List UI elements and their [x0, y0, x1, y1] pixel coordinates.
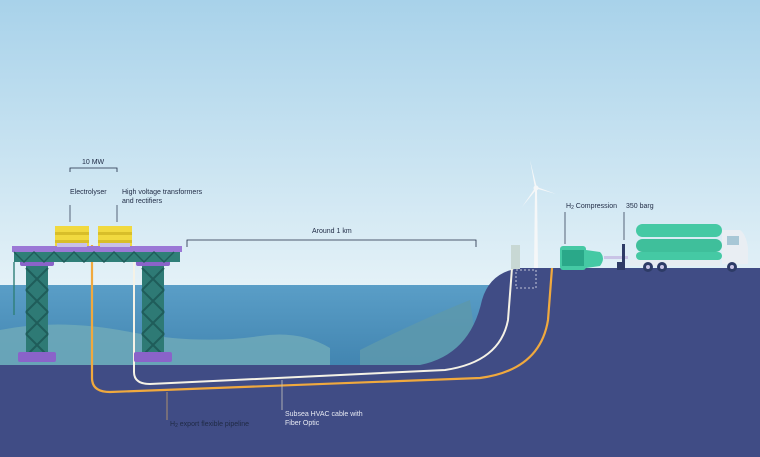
compression-unit — [560, 246, 628, 270]
wind-turbine — [522, 160, 556, 268]
compression-label-sub: 2 — [571, 205, 574, 211]
platform-deck — [12, 246, 182, 315]
hydrogen-truck — [617, 224, 748, 272]
pipeline-label-sub: 2 — [175, 423, 178, 429]
seabed — [0, 268, 760, 457]
transformers-label: High voltage transformers and rectifiers — [122, 189, 202, 206]
compression-label-text: Compression — [573, 203, 618, 210]
transformers-label-line1: High voltage transformers — [122, 189, 203, 196]
electrolyser-label: Electrolyser — [70, 189, 107, 196]
compression-label: H2 Compression — [566, 203, 617, 213]
distance-bracket — [186, 239, 477, 247]
pipeline-label: H2 export flexible pipeline — [170, 421, 249, 431]
distance-label: Around 1 km — [312, 228, 352, 235]
right-hills — [360, 300, 480, 370]
power-label: 10 MW — [82, 159, 105, 166]
distant-hills — [0, 324, 330, 370]
cable-label-line1: Subsea HVAC cable with — [285, 411, 363, 418]
underground-vault — [515, 269, 537, 289]
compression-label-h: H — [566, 203, 572, 210]
transformers-label-line2: and rectifiers — [122, 197, 163, 205]
cable-label-line2: Fiber Optic — [285, 419, 320, 427]
pipeline-label-h: H — [170, 421, 176, 428]
cable-label: Subsea HVAC cable with Fiber Optic — [285, 411, 363, 428]
pressure-label: 350 barg — [626, 203, 654, 210]
shore-cabinet — [511, 245, 520, 269]
power-bracket — [69, 167, 118, 172]
transformer-unit — [98, 226, 132, 247]
subsea-hvac-cable — [133, 245, 513, 386]
electrolyser-unit — [55, 226, 89, 247]
h2-export-pipeline — [90, 245, 554, 394]
pipeline-label-text: export flexible pipeline — [177, 421, 250, 428]
